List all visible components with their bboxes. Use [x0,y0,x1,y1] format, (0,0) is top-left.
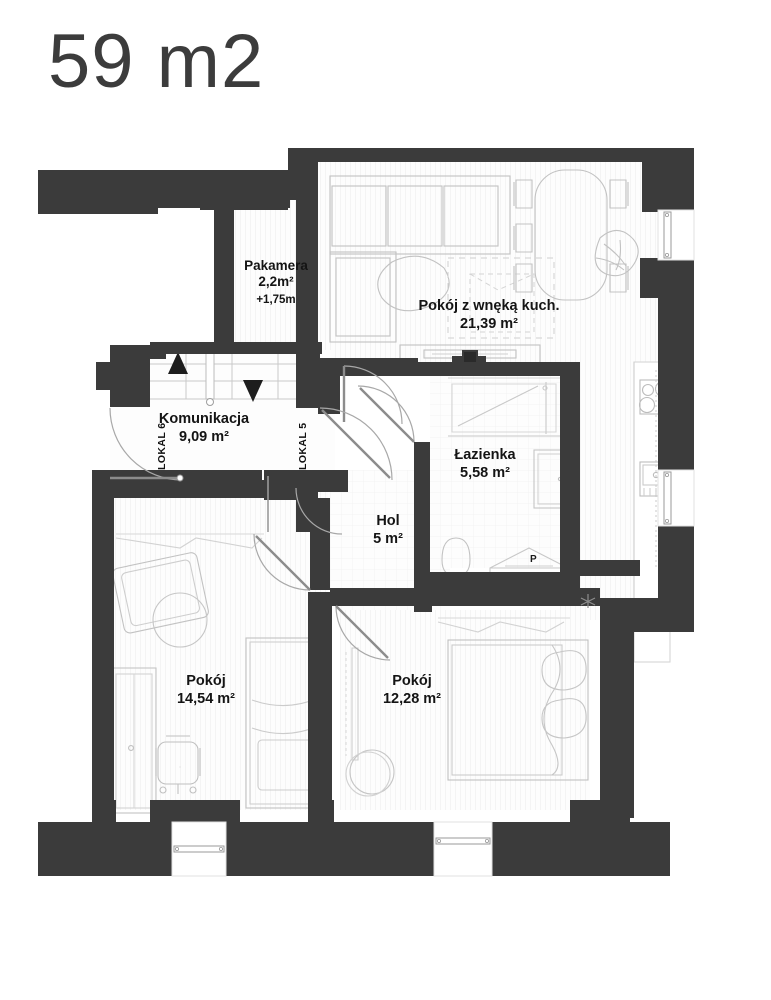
room-name: Komunikacja [158,411,250,427]
misc-marks [464,352,657,608]
room-label-bedroom-right: Pokój 12,28 m² [383,673,441,708]
room-name: Pakamera [244,258,308,273]
floor-plan-svg [38,148,695,877]
room-label-hol: Hol 5 m² [373,513,403,548]
room-name: Pokój z wnęką kuch. [418,298,560,314]
room-name: Pokój [186,673,226,689]
bedroom-right-furniture [345,617,589,797]
room-name: Hol [376,513,400,529]
room-area: 5 m² [373,530,403,547]
room-name: Łazienka [454,447,516,463]
door-swings [109,365,415,661]
room-area: 21,39 m² [459,315,519,332]
room-area: 2,2m² [258,274,294,290]
lokal-label-6: LOKAL 6 [156,422,168,470]
room-label-living-kitchen: Pokój z wnęką kuch. 21,39 m² [418,298,559,333]
living-room-furniture [329,169,639,364]
floor-plan-drawing: Pakamera 2,2m² +1,75m Pokój z wnęką kuch… [0,140,771,900]
walls [38,148,694,876]
room-label-bedroom-left: Pokój 14,54 m² [177,673,235,708]
room-area: 14,54 m² [176,690,236,707]
room-label-lazienka: Łazienka 5,58 m² [454,447,515,482]
washer-mark-p: P [530,554,537,565]
room-area: 9,09 m² [179,428,229,445]
room-label-komunikacja: Komunikacja 9,09 m² [159,411,249,446]
room-area: 12,28 m² [382,690,442,707]
room-name: Pokój [392,673,432,689]
room-label-pakamera: Pakamera 2,2m² +1,75m [244,258,308,307]
room-level: +1,75m [256,293,296,306]
page-title: 59 m2 [48,19,265,104]
room-area: 5,58 m² [460,464,510,481]
windows [171,209,695,877]
lokal-label-5: LOKAL 5 [297,422,309,470]
